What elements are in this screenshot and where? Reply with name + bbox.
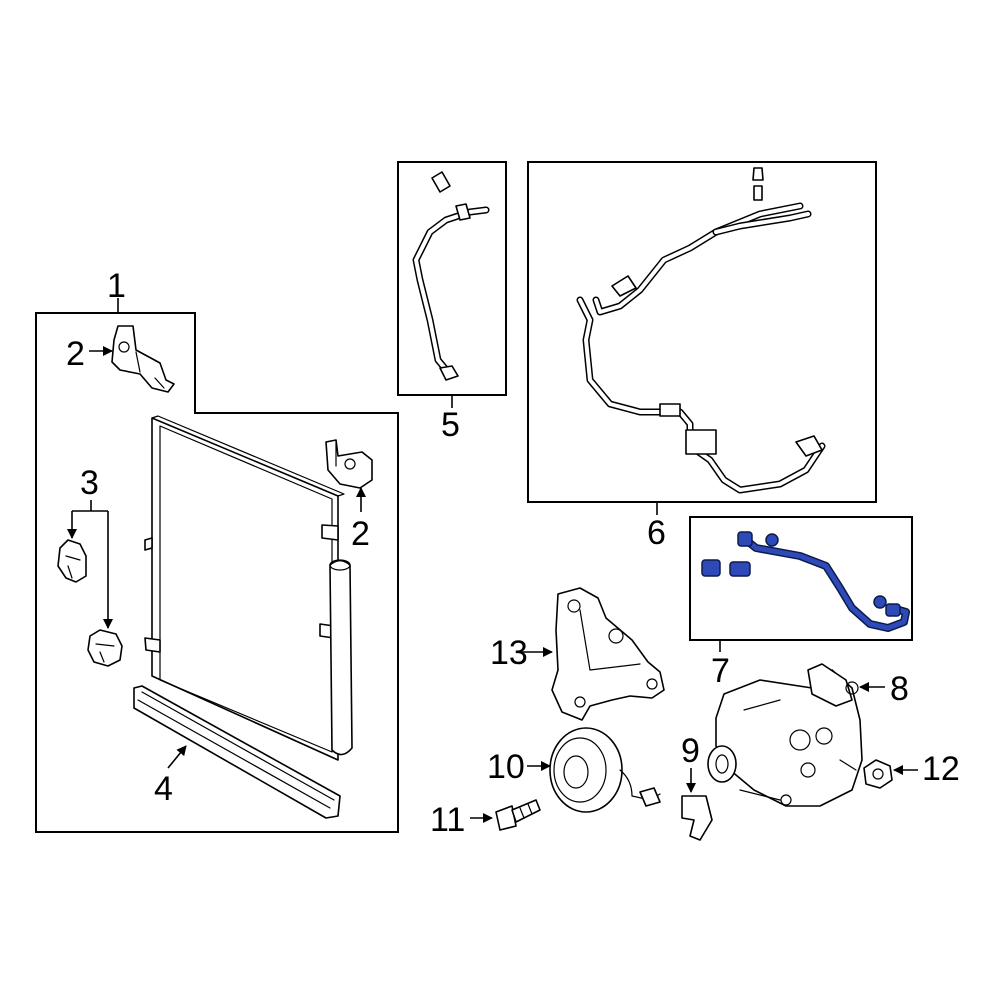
callout-6: 6 [647,514,666,552]
callout-9: 9 [681,732,700,770]
callout-4: 4 [154,770,173,808]
suction-hose-group [689,516,913,652]
upper-clip [57,539,87,583]
part-6-frame [527,161,877,503]
callout-5: 5 [441,406,460,444]
pipe-cap [431,171,451,193]
condenser-group-frame [35,312,399,833]
condenser-group [35,298,399,833]
callout-4-leader [167,745,187,769]
callout-10: 10 [487,748,525,786]
side-bracket [325,439,373,489]
highlighted-suction-hose[interactable] [701,531,910,632]
upper-bracket [111,325,175,393]
callout-7: 7 [711,652,730,690]
hose-assembly-group [527,161,877,515]
callout-13: 13 [490,634,528,672]
compressor-mount-bracket [516,587,665,721]
compressor-clutch [527,727,661,813]
callout-3: 3 [80,464,99,502]
condenser [144,415,353,761]
callout-1: 1 [107,267,126,305]
liquid-line-group [397,161,507,408]
callout-11: 11 [430,801,465,839]
ac-compressor [707,663,885,807]
callout-2b: 2 [351,515,370,553]
callout-12: 12 [922,750,960,788]
part-7-frame [689,516,913,641]
callout-8: 8 [890,670,909,708]
wire-bracket [681,768,713,841]
mounting-bolt [470,799,541,831]
callout-2a: 2 [66,335,85,373]
nut [863,759,918,789]
callout-3-bracket [72,500,108,512]
lower-seal [133,685,341,819]
lower-clip [87,629,123,667]
part-5-frame [397,161,507,396]
